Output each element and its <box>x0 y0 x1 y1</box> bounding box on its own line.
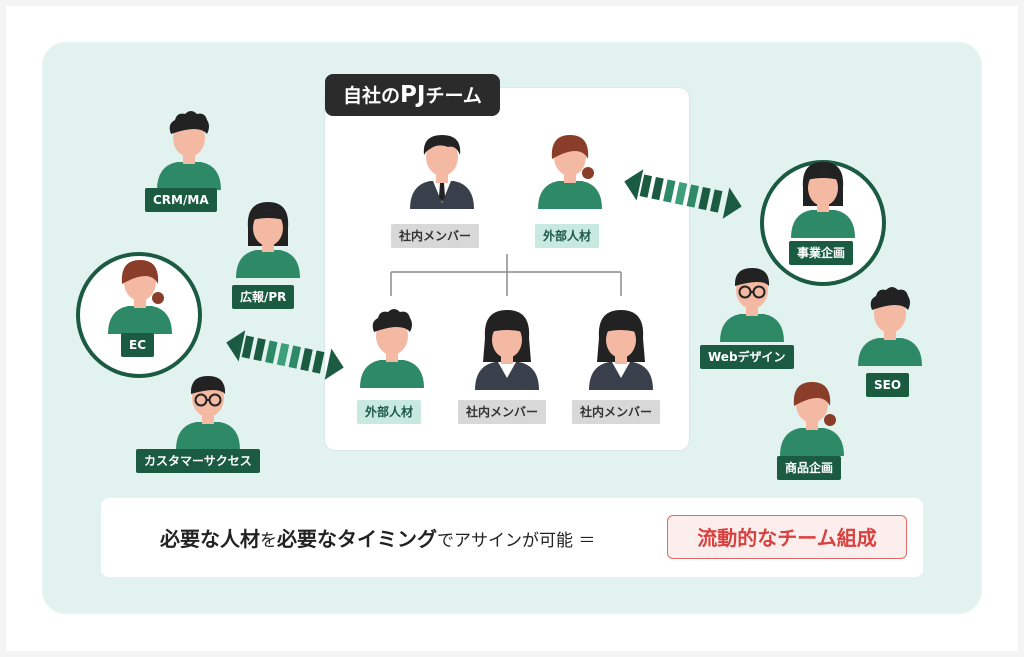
web-person-avatar <box>719 267 785 343</box>
team-member-bottom-center-avatar <box>475 310 539 390</box>
ec-person-avatar <box>108 260 172 334</box>
tag-bottom-left-member: 外部人材 <box>357 400 422 424</box>
summary-text: 必要な人材を必要なタイミングでアサインが可能 ＝ <box>160 524 595 554</box>
crm-person-avatar <box>157 111 221 190</box>
pj-title-suffix: チーム <box>425 85 482 107</box>
team-member-bottom-left-avatar <box>360 309 424 388</box>
summary-part-2: を <box>260 531 277 551</box>
cs-person-avatar <box>175 375 241 451</box>
tag-top-left-member: 社内メンバー <box>391 224 480 248</box>
team-member-bottom-right-avatar <box>589 310 653 390</box>
tag-top-right-member: 外部人材 <box>535 224 600 248</box>
summary-part-4: でアサインが可能 ＝ <box>437 531 596 551</box>
tag-ec: EC <box>121 333 155 357</box>
tag-business-planning: 事業企画 <box>789 241 854 265</box>
tag-customer-success: カスタマーサクセス <box>136 449 260 473</box>
team-member-top-left-avatar <box>410 135 474 209</box>
summary-highlight-box: 流動的なチーム組成 <box>667 515 907 559</box>
exchange-arrow-right <box>620 165 746 223</box>
planning-person-avatar <box>791 162 855 238</box>
tag-seo: SEO <box>866 373 910 397</box>
tag-bottom-right-member: 社内メンバー <box>572 400 661 424</box>
pj-title-prefix: 自社の <box>343 85 401 107</box>
product-person-avatar <box>780 382 844 456</box>
tag-web-design: Webデザイン <box>700 345 794 369</box>
tag-pr: 広報/PR <box>232 285 295 309</box>
pj-team-title: 自社のPJチーム <box>325 74 500 116</box>
exchange-arrow-left <box>222 326 348 384</box>
tag-crm-ma: CRM/MA <box>145 188 217 212</box>
tag-product-planning: 商品企画 <box>777 456 842 480</box>
pr-person-avatar <box>236 202 300 278</box>
pj-title-bold: PJ <box>400 82 426 108</box>
tag-bottom-center-member: 社内メンバー <box>458 400 547 424</box>
summary-part-1: 必要な人材 <box>160 527 260 551</box>
seo-person-avatar <box>858 287 922 366</box>
team-member-top-right-avatar <box>538 135 602 209</box>
org-chart-connectors <box>390 254 622 296</box>
summary-part-3: 必要なタイミング <box>277 527 437 551</box>
